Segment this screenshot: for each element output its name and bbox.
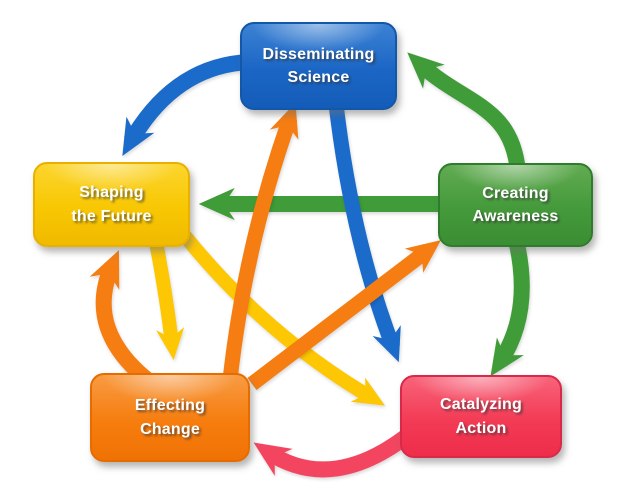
node-label: Catalyzing Action	[439, 396, 522, 437]
node-label: Effecting Change	[134, 397, 206, 438]
arrow-change-to-awareness	[247, 240, 441, 390]
arrow-awareness-to-science	[407, 52, 526, 173]
node-catalyzing-action: Catalyzing Action	[400, 375, 562, 458]
node-label: Shaping the Future	[71, 184, 152, 225]
arrow-future-to-action	[179, 231, 386, 406]
node-label: Creating Awareness	[472, 184, 559, 225]
arrow-change-to-science	[222, 102, 299, 381]
node-creating-awareness: Creating Awareness	[438, 163, 593, 247]
arrow-action-to-change	[253, 425, 417, 478]
arrow-change-to-future	[89, 250, 156, 389]
node-disseminating-science: Disseminating Science	[240, 22, 397, 110]
arrow-future-to-change	[149, 240, 185, 361]
node-label: Disseminating Science	[262, 45, 375, 86]
arrow-awareness-to-action	[490, 238, 530, 377]
node-effecting-change: Effecting Change	[90, 373, 250, 462]
arrow-science-to-action	[328, 103, 401, 363]
node-shaping-the-future: Shaping the Future	[33, 162, 190, 247]
arrow-science-to-future	[122, 54, 251, 156]
